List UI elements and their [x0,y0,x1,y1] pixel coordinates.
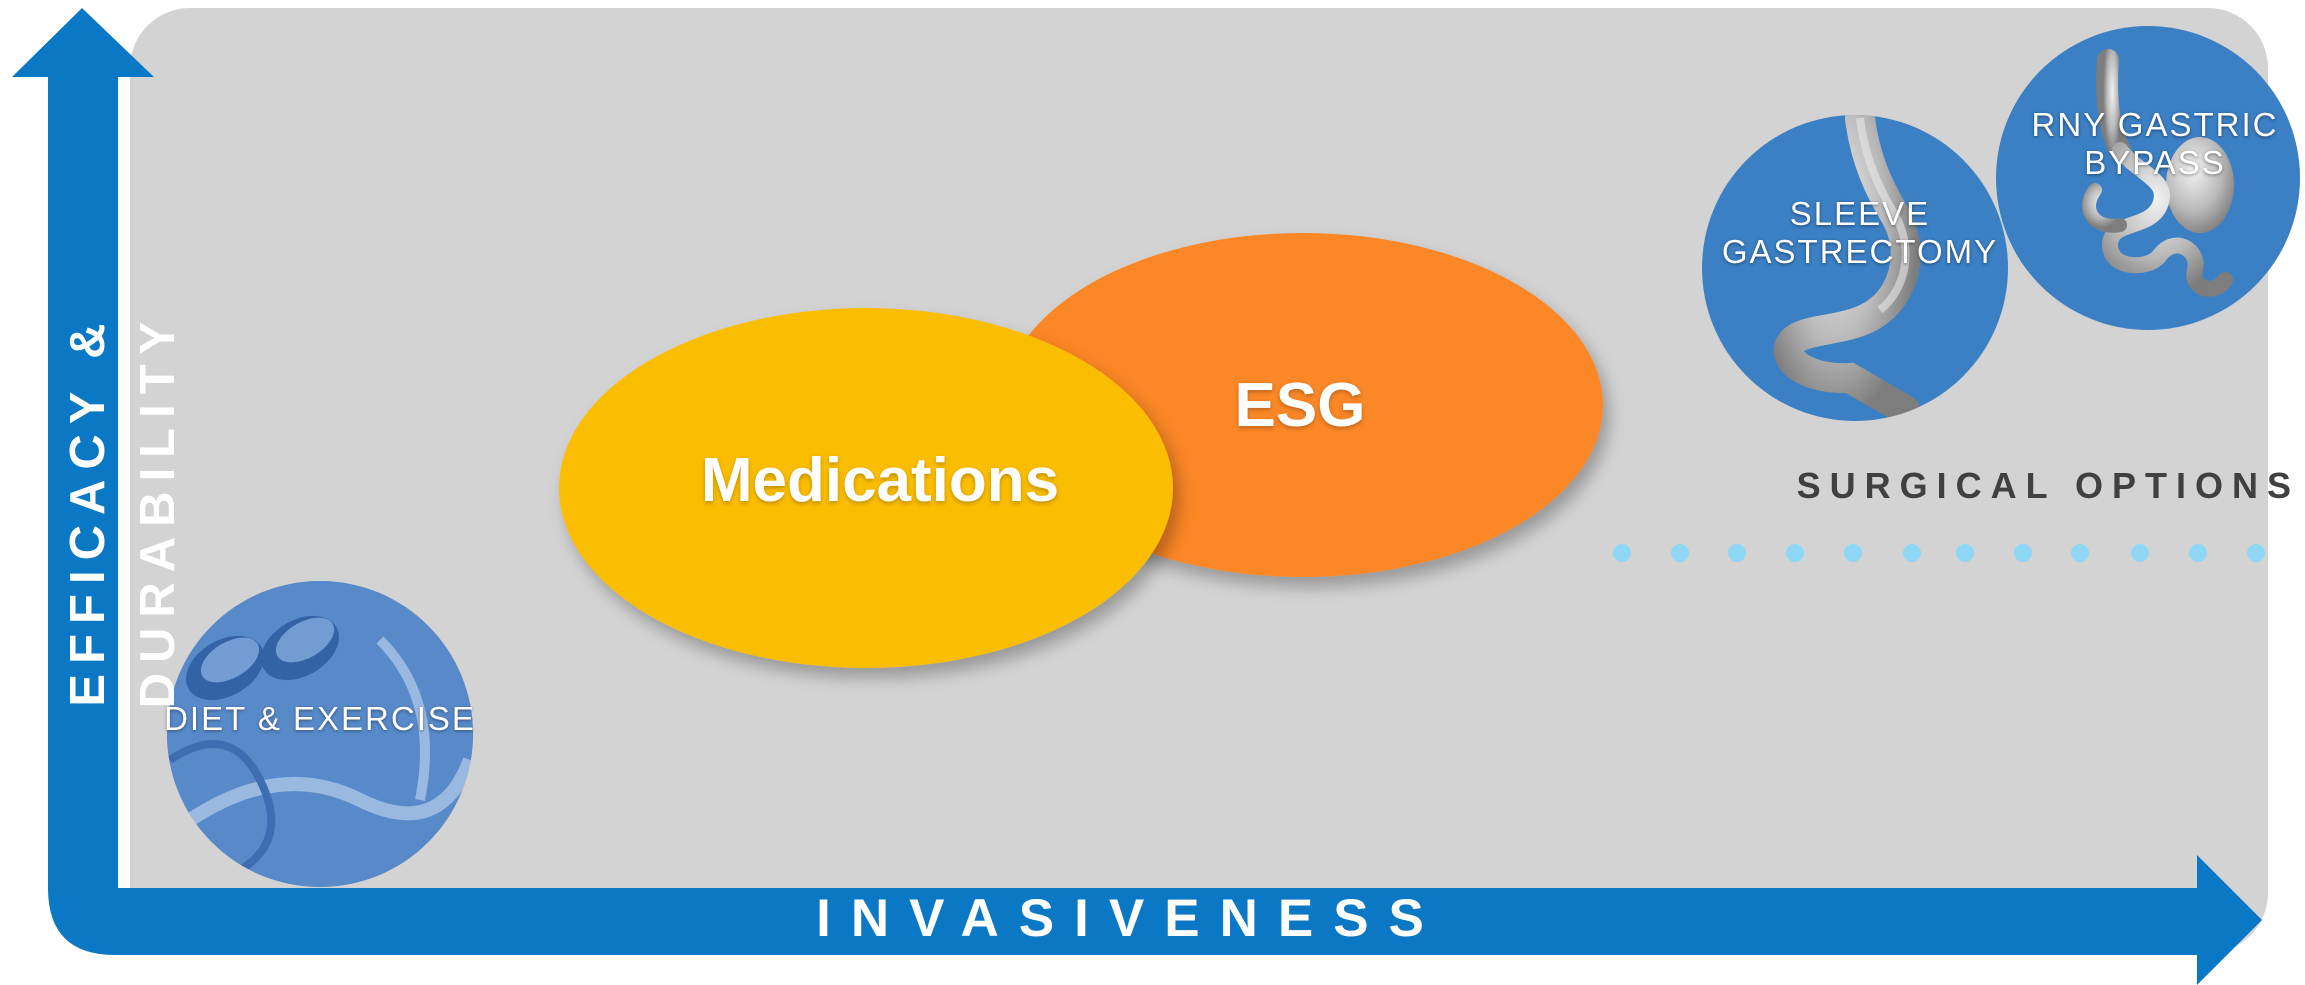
x-axis-arrow [48,855,2262,985]
rny-gastric-bypass-label: RNY GASTRIC BYPASS [2031,106,2279,181]
sleeve-gastrectomy-label: SLEEVE GASTRECTOMY [1721,195,1999,270]
x-axis-label: INVASIVENESS [816,889,1444,948]
diet-exercise-circle [167,581,473,887]
axis-arrows [12,8,2262,985]
medications-ellipse [559,308,1173,668]
esg-label: ESG [1234,371,1366,440]
sleeve-stomach-image [1773,115,1921,421]
y-axis-arrow [12,8,154,888]
sleeve-gastrectomy-circle [1702,115,2008,421]
surgical-options-dots [1613,544,2265,562]
diet-exercise-label: DIET & EXERCISE [164,700,476,737]
rny-gastric-bypass-circle [1996,26,2300,330]
surgical-options-label: SURGICAL OPTIONS [1796,465,2300,506]
pills-and-measuring-tape-image [167,581,473,887]
medications-label: Medications [700,446,1060,515]
gastric-bypass-stomach-image [2082,49,2234,297]
y-axis-label: EFFICACY & DURABILITY [61,311,185,709]
